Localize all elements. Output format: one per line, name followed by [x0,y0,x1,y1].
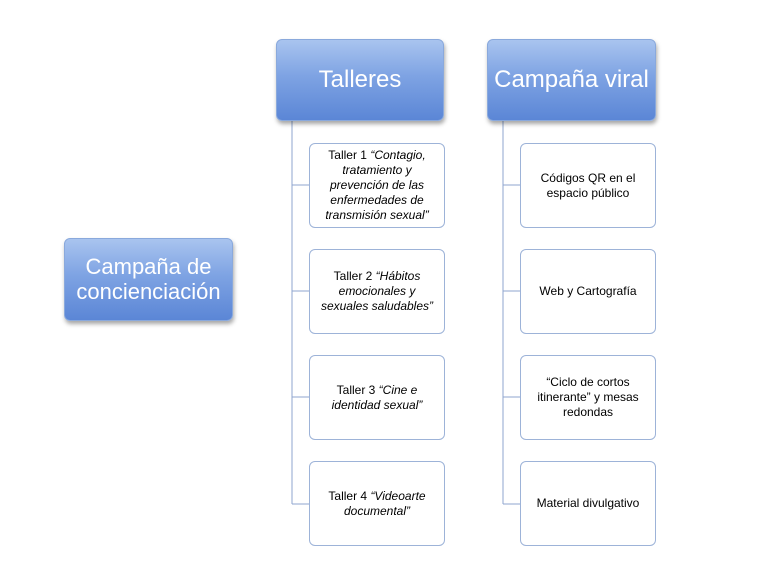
taller-1-box: Taller 1 “Contagio, tratamiento y preven… [309,143,445,228]
viral-item-ciclo-text: “Ciclo de cortos itinerante” y mesas red… [537,375,639,419]
taller-3-box: Taller 3 “Cine e identidad sexual” [309,355,445,440]
taller-2-prefix: Taller 2 [333,269,376,283]
taller-4-text: Taller 4 “Videoarte documental” [318,489,436,519]
taller-2-text: Taller 2 “Hábitos emocionales y sexuales… [318,269,436,314]
talleres-node: Talleres [276,39,444,121]
taller-4-box: Taller 4 “Videoarte documental” [309,461,445,546]
taller-1-prefix: Taller 1 [328,148,371,162]
viral-item-material-text: Material divulgativo [536,496,640,510]
campana-viral-node-label: Campaña viral [494,65,649,93]
viral-item-qr-box: Códigos QR en el espacio público [520,143,656,228]
talleres-node-label: Talleres [318,65,402,93]
root-node: Campaña de concienciación [64,238,233,321]
taller-1-text: Taller 1 “Contagio, tratamiento y preven… [318,148,436,223]
campana-viral-node: Campaña viral [487,39,656,121]
taller-3-prefix: Taller 3 [336,382,379,397]
taller-3-title: “Cine e identidad sexual” [331,382,423,412]
taller-2-title: “Hábitos emocionales y sexuales saludabl… [320,269,434,313]
taller-4-title: “Videoarte documental” [343,488,426,518]
root-node-label: Campaña de concienciación [76,253,221,304]
viral-item-web-text: Web y Cartografía [539,284,637,298]
taller-4-prefix: Taller 4 [328,488,371,503]
viral-item-ciclo-box: “Ciclo de cortos itinerante” y mesas red… [520,355,656,440]
taller-2-box: Taller 2 “Hábitos emocionales y sexuales… [309,249,445,334]
taller-3-text: Taller 3 “Cine e identidad sexual” [318,383,436,413]
viral-item-qr-text: Códigos QR en el espacio público [540,170,636,200]
viral-item-web-box: Web y Cartografía [520,249,656,334]
taller-1-title: “Contagio, tratamiento y prevención de l… [325,148,429,222]
viral-item-material-box: Material divulgativo [520,461,656,546]
